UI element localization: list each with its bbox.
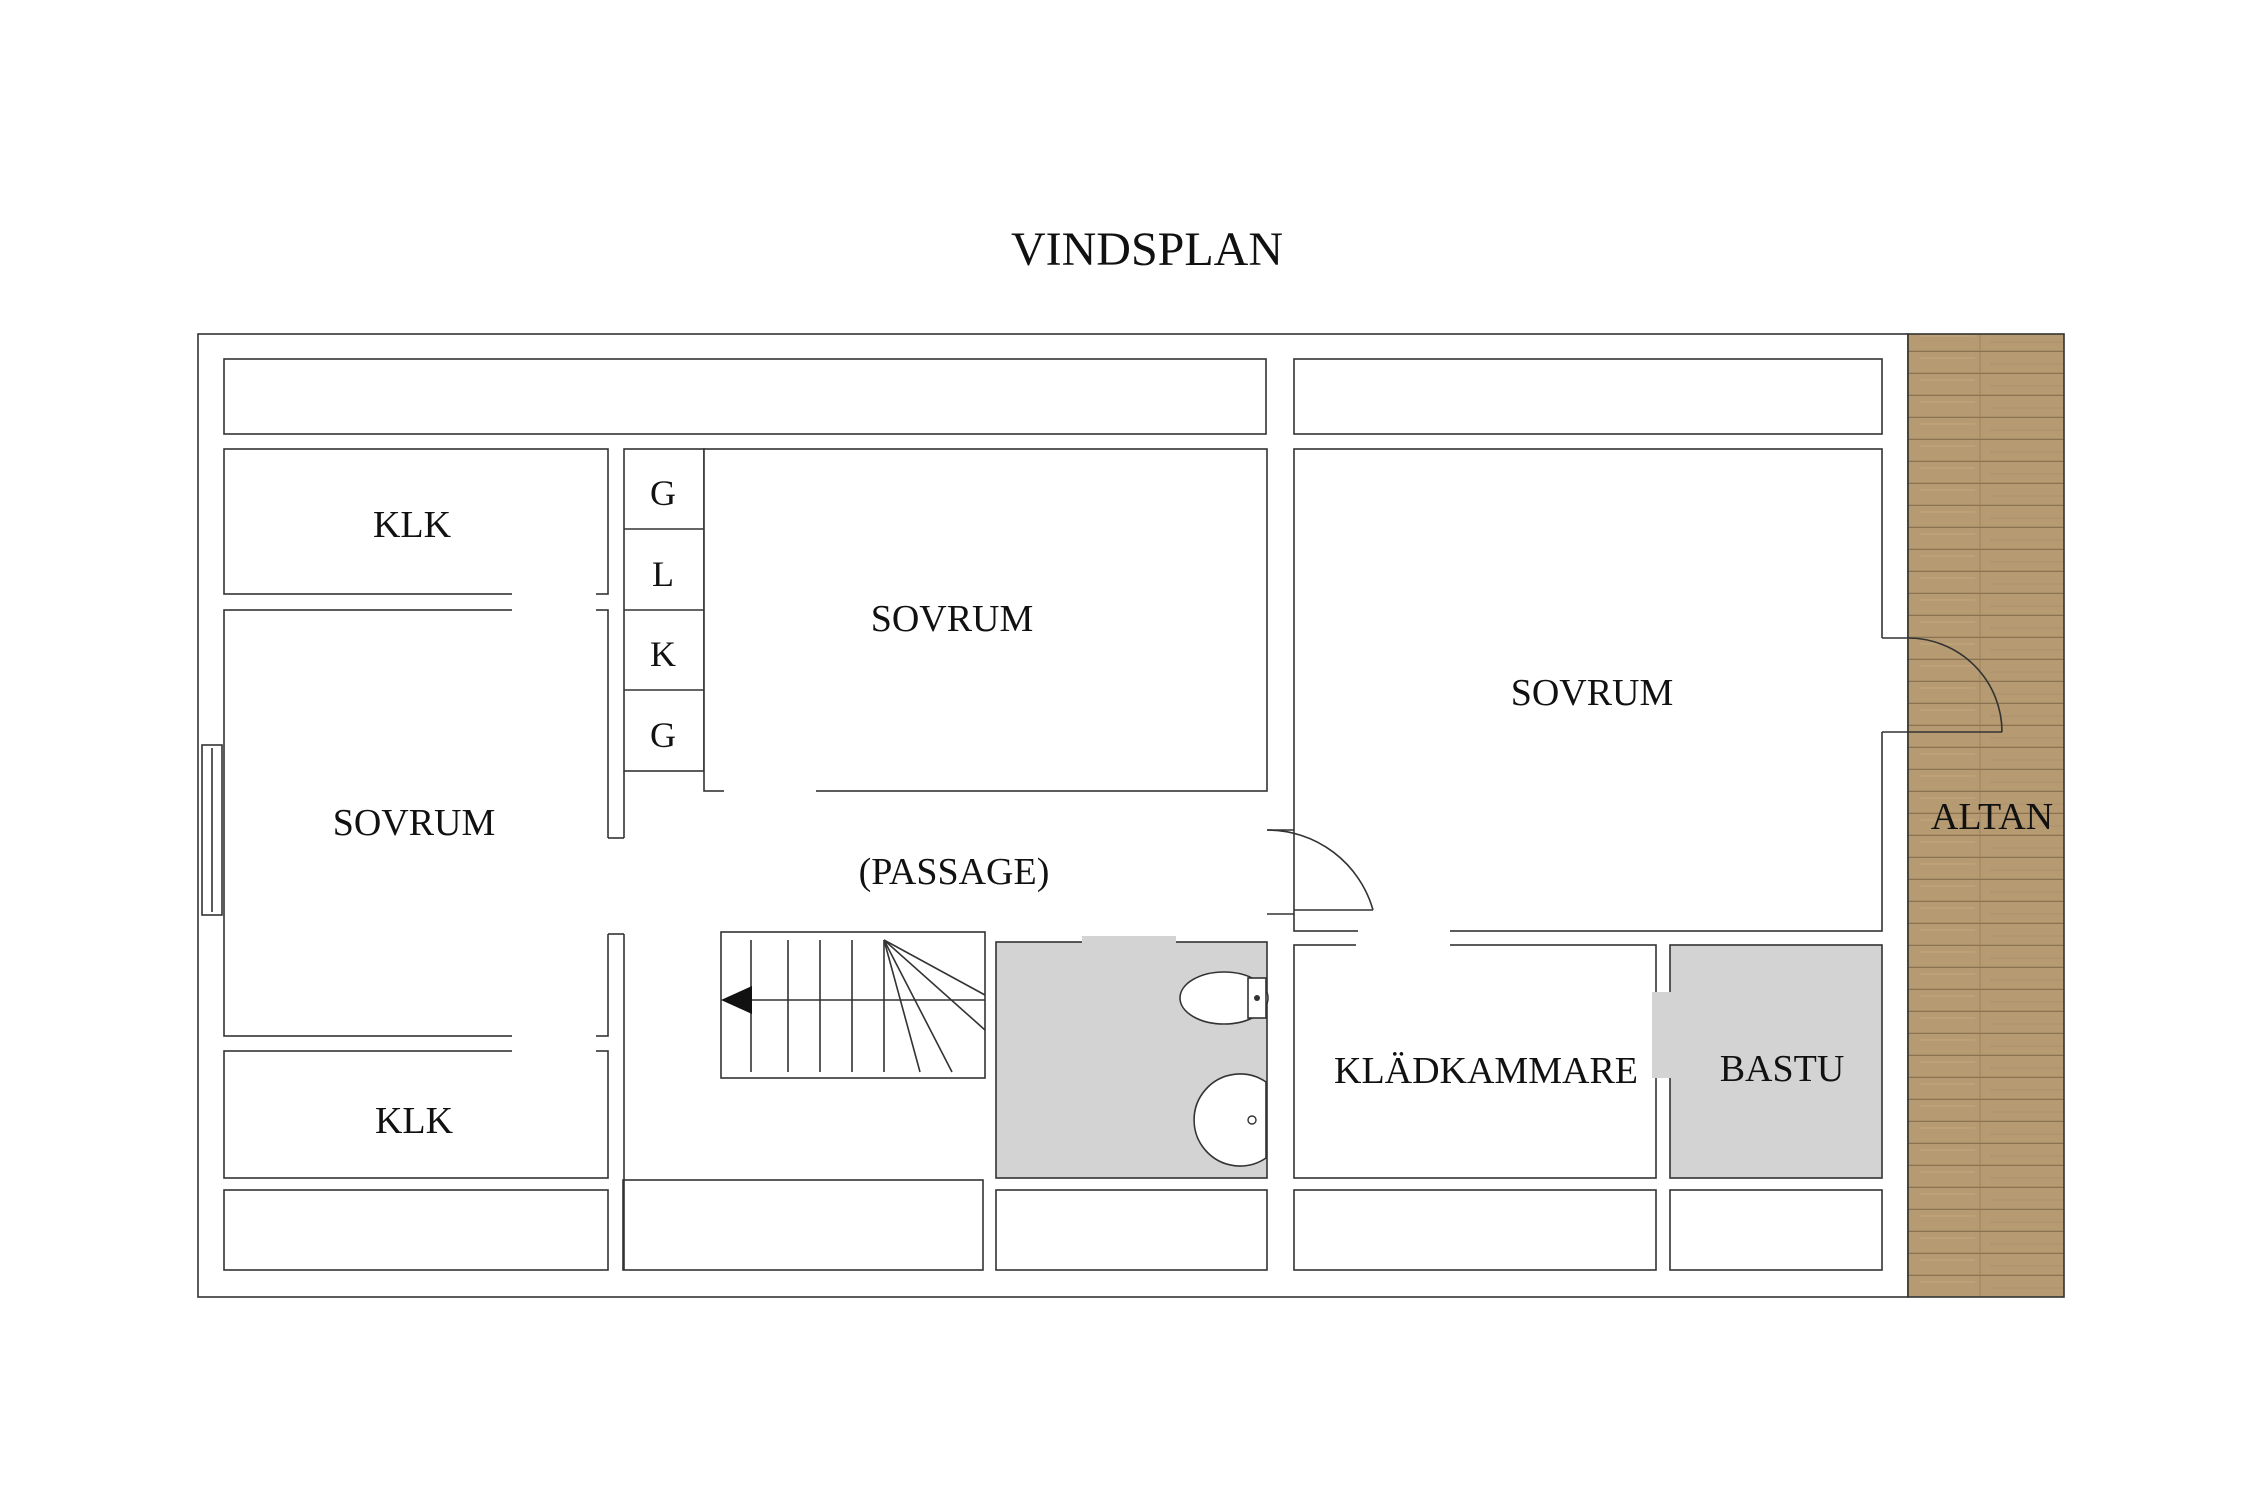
- label-sovrum-center: SOVRUM: [871, 598, 1034, 640]
- label-altan: ALTAN: [1931, 796, 2053, 838]
- room-kladkammare: [1293, 944, 1657, 1179]
- room-klk-bottom: [223, 1050, 609, 1179]
- label-closet-3: K: [650, 634, 676, 674]
- eave-storage-bottom-1: [223, 1189, 609, 1271]
- label-closet-1: G: [650, 473, 676, 513]
- room-sovrum-right: [1293, 448, 1883, 932]
- toilet-icon: [1179, 971, 1269, 1025]
- label-klk-bottom: KLK: [375, 1100, 454, 1142]
- label-closet-2: L: [652, 554, 674, 594]
- staircase: [720, 931, 986, 1079]
- label-closet-4: G: [650, 715, 676, 755]
- label-sovrum-right: SOVRUM: [1511, 672, 1674, 714]
- stair-direction-arrow-icon: [721, 986, 752, 1014]
- room-sovrum-left: [223, 609, 609, 1037]
- label-passage: (PASSAGE): [859, 851, 1050, 893]
- altan-deck: [1907, 333, 2065, 1298]
- eave-storage-bottom-3: [995, 1189, 1268, 1271]
- plan-title: VINDSPLAN: [1011, 223, 1283, 276]
- label-klk-top: KLK: [373, 504, 452, 546]
- room-bastu: [1669, 944, 1883, 1179]
- eave-storage-bottom-2: [622, 1179, 984, 1271]
- label-sovrum-left: SOVRUM: [333, 802, 496, 844]
- eave-storage-bottom-4: [1293, 1189, 1657, 1271]
- label-kladkammare: KLÄDKAMMARE: [1334, 1050, 1638, 1092]
- eave-storage-top-left: [223, 358, 1267, 435]
- room-sovrum-center: [703, 448, 1268, 792]
- sink-icon: [1193, 1073, 1267, 1167]
- eave-storage-bottom-5: [1669, 1189, 1883, 1271]
- room-klk-top: [223, 448, 609, 595]
- eave-storage-top-right: [1293, 358, 1883, 435]
- label-bastu: BASTU: [1720, 1048, 1845, 1090]
